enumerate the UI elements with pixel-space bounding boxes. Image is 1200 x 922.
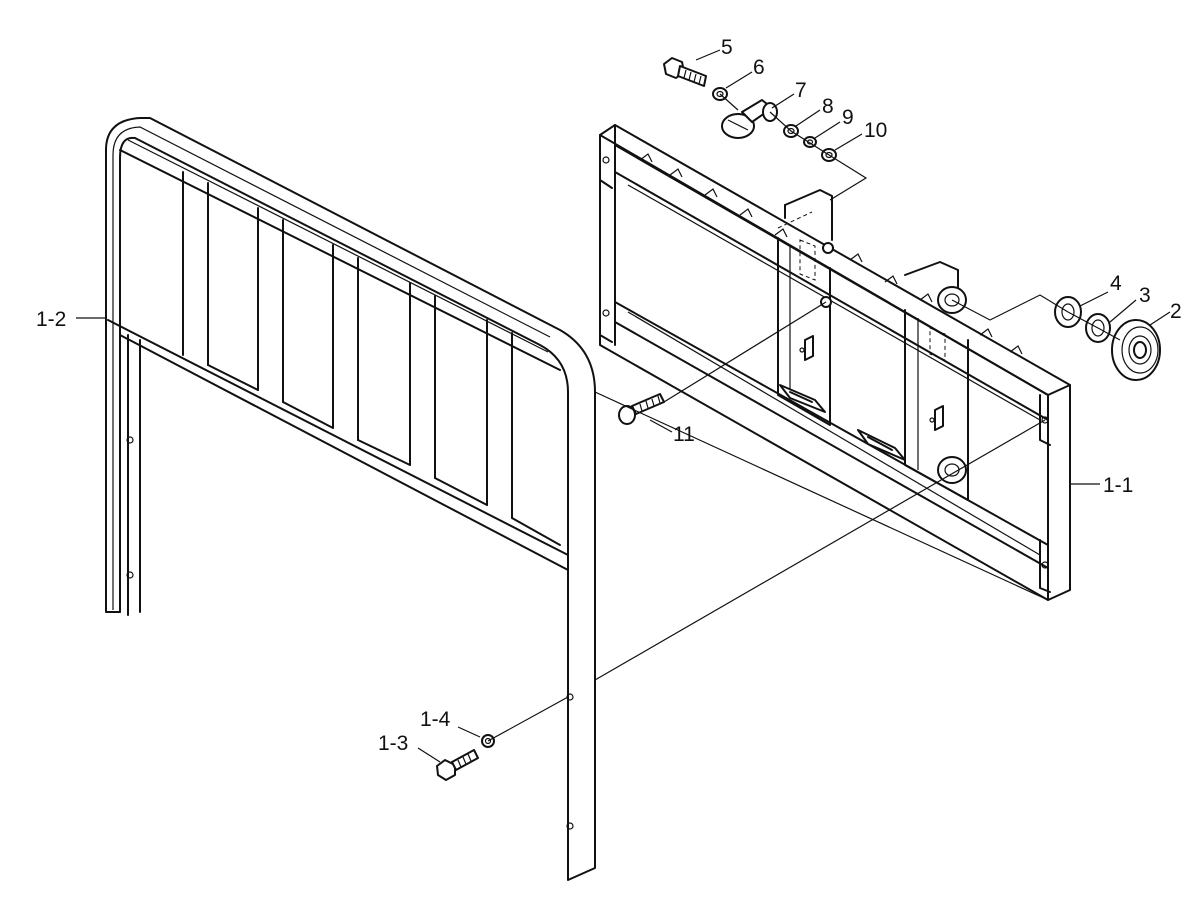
label-7: 7	[795, 79, 807, 102]
load-backrest-1-2	[105, 117, 596, 881]
label-10: 10	[864, 119, 887, 142]
label-4: 4	[1110, 272, 1122, 295]
label-8: 8	[822, 95, 834, 118]
label-9: 9	[842, 106, 854, 129]
part-labels: 1-2 1-1 1-3 1-4 2 3 4 5 6 7 8 9 10 11	[36, 36, 1182, 755]
label-leaders	[76, 49, 1171, 763]
pin-7	[721, 99, 778, 139]
label-1-2: 1-2	[36, 308, 66, 331]
carriage-1-1	[599, 124, 1071, 601]
cap-screw-11	[618, 393, 665, 425]
label-1-3: 1-3	[378, 732, 408, 755]
roller-bearing-2	[1111, 319, 1161, 381]
bolt-1-3	[436, 749, 479, 781]
label-5: 5	[721, 36, 733, 59]
label-1-4: 1-4	[420, 708, 451, 731]
label-3: 3	[1139, 284, 1151, 307]
label-11: 11	[673, 423, 695, 446]
label-6: 6	[753, 56, 765, 79]
label-2: 2	[1170, 300, 1182, 323]
bolt-5	[663, 57, 707, 87]
assembly-lines	[487, 93, 1121, 742]
label-1-1: 1-1	[1103, 474, 1133, 497]
